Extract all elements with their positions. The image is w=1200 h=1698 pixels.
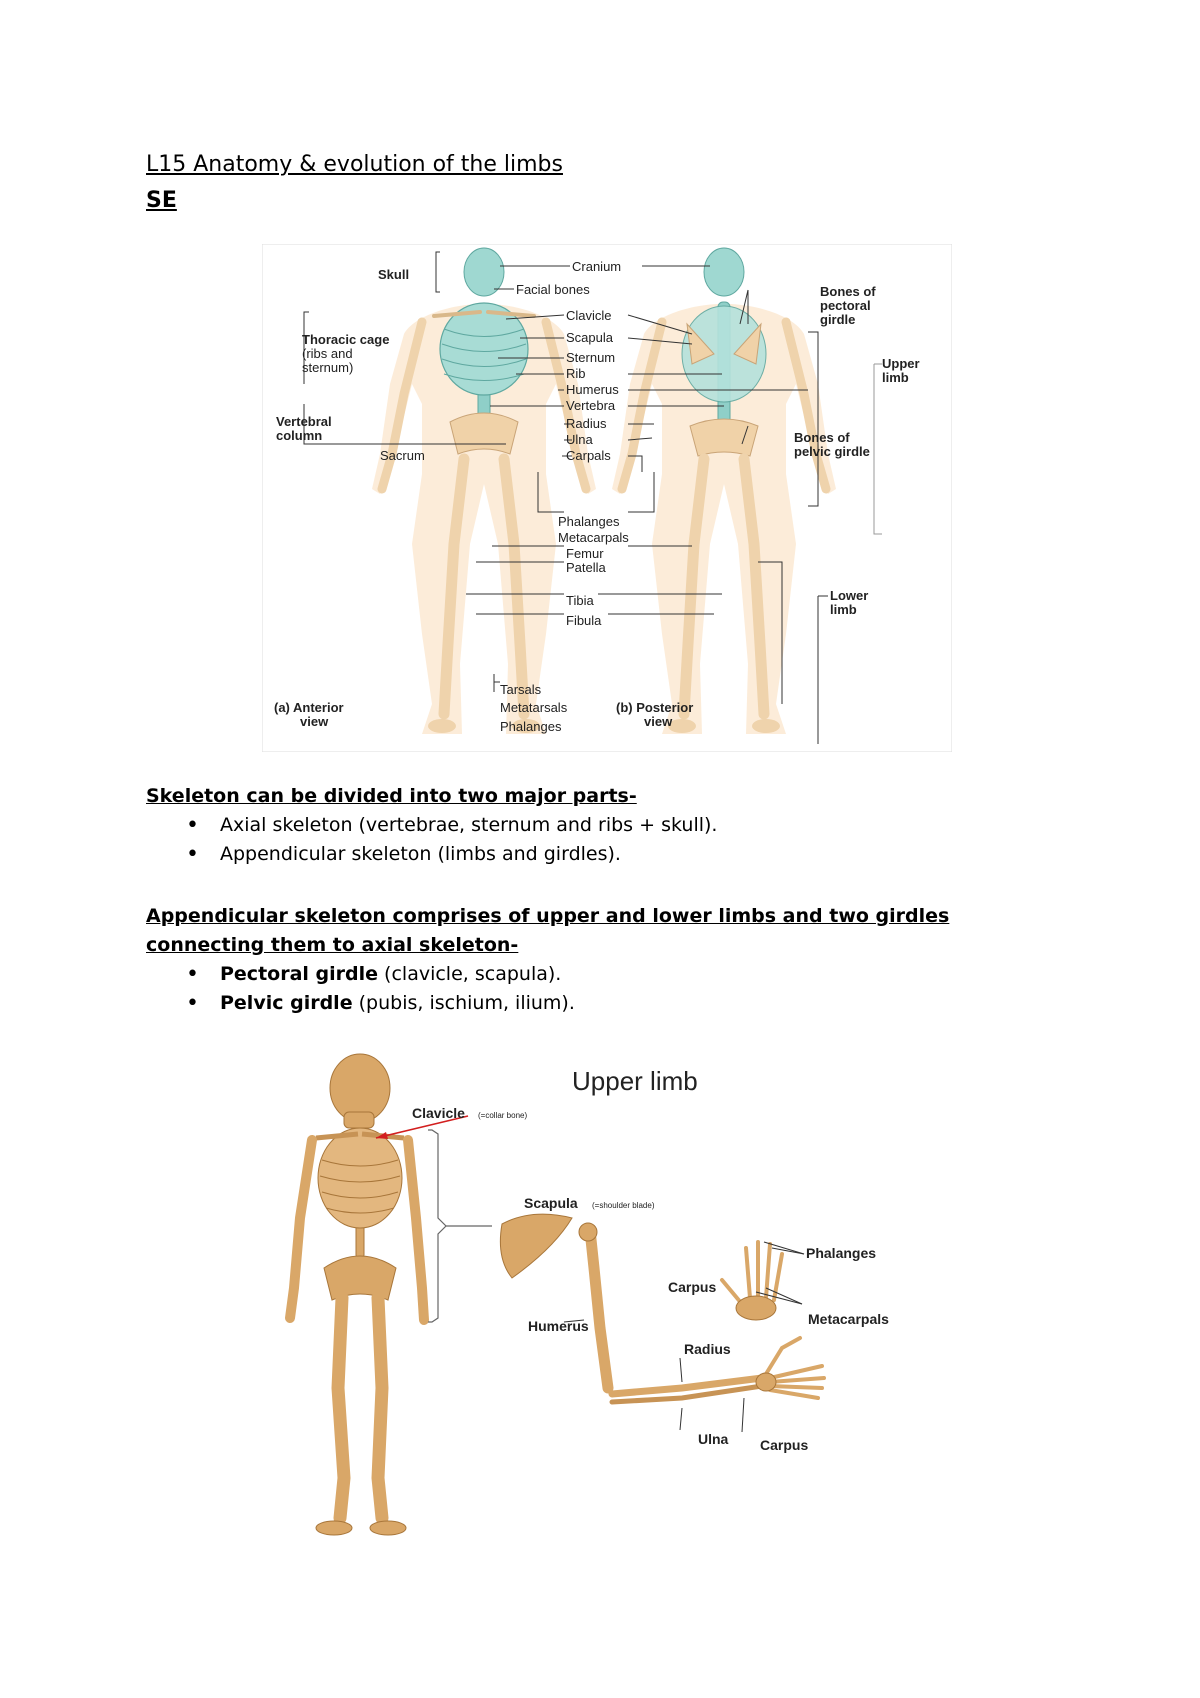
label-patella: Patella xyxy=(566,560,607,575)
label-clavicle-note: (=collar bone) xyxy=(478,1111,527,1120)
label-metatarsals: Metatarsals xyxy=(500,700,568,715)
label-metacarpals: Metacarpals xyxy=(808,1311,889,1327)
label-phalanges: Phalanges xyxy=(806,1245,876,1261)
upper-limb-figure: Upper limb Clavicle (=collar bone) Scapu… xyxy=(282,1048,942,1548)
figure1-labels: Skull Cranium Facial bones Thoracic cage… xyxy=(274,259,920,734)
label-phalanges: Phalanges xyxy=(558,514,620,529)
label-carpus-bottom: Carpus xyxy=(760,1437,808,1453)
label-posterior-view: (b) Posterior xyxy=(616,700,693,715)
label-carpals: Carpals xyxy=(566,448,611,463)
label-tarsals: Tarsals xyxy=(500,682,542,697)
definition-pectoral-girdle: (clavicle, scapula). xyxy=(378,963,562,985)
label-vertebral-column-2: column xyxy=(276,428,322,443)
label-anterior-view-2: view xyxy=(300,714,329,729)
label-lower-limb: Lower xyxy=(830,588,868,603)
label-clavicle: Clavicle xyxy=(412,1105,465,1121)
leader-lines xyxy=(303,251,819,704)
label-sacrum: Sacrum xyxy=(380,448,425,463)
term-pectoral-girdle: Pectoral girdle xyxy=(220,963,379,985)
label-scapula: Scapula xyxy=(566,330,614,345)
section2-heading: Appendicular skeleton comprises of upper… xyxy=(146,905,950,956)
label-pectoral-girdle: Bones of xyxy=(820,284,876,299)
label-radius: Radius xyxy=(566,416,607,431)
label-carpus-top: Carpus xyxy=(668,1279,716,1295)
document-subtitle: SE xyxy=(146,188,177,213)
label-upper-limb: Upper xyxy=(882,356,920,371)
list-item: Appendicular skeleton (limbs and girdles… xyxy=(146,840,717,869)
skeleton-views-figure: Skull Cranium Facial bones Thoracic cage… xyxy=(262,244,952,752)
label-pelvic-girdle-2: pelvic girdle xyxy=(794,444,870,459)
label-metacarpals: Metacarpals xyxy=(558,530,629,545)
label-vertebra: Vertebra xyxy=(566,398,616,413)
label-humerus: Humerus xyxy=(566,382,619,397)
label-upper-limb-2: limb xyxy=(882,370,909,385)
label-lower-limb-2: limb xyxy=(830,602,857,617)
label-tibia: Tibia xyxy=(566,593,594,608)
term-pelvic-girdle: Pelvic girdle xyxy=(220,992,353,1014)
figure2-title: Upper limb xyxy=(572,1066,698,1096)
list-item: Pelvic girdle (pubis, ischium, ilium). xyxy=(146,989,575,1018)
label-thoracic-cage-3: sternum) xyxy=(302,360,353,375)
label-pectoral-girdle-3: girdle xyxy=(820,312,855,327)
label-humerus: Humerus xyxy=(528,1318,589,1334)
list-item: Pectoral girdle (clavicle, scapula). xyxy=(146,960,575,989)
label-pelvic-girdle: Bones of xyxy=(794,430,850,445)
label-skull: Skull xyxy=(378,267,409,282)
document-title: L15 Anatomy & evolution of the limbs xyxy=(146,152,563,177)
list-item: Axial skeleton (vertebrae, sternum and r… xyxy=(146,811,717,840)
label-rib: Rib xyxy=(566,366,586,381)
label-scapula-note: (=shoulder blade) xyxy=(592,1201,655,1210)
section2-list: Pectoral girdle (clavicle, scapula). Pel… xyxy=(146,960,575,1018)
label-sternum: Sternum xyxy=(566,350,615,365)
label-radius: Radius xyxy=(684,1341,731,1357)
label-posterior-view-2: view xyxy=(644,714,673,729)
label-femur: Femur xyxy=(566,546,604,561)
label-pectoral-girdle-2: pectoral xyxy=(820,298,871,313)
label-anterior-view: (a) Anterior xyxy=(274,700,344,715)
section1-list: Axial skeleton (vertebrae, sternum and r… xyxy=(146,811,717,869)
label-thoracic-cage: Thoracic cage xyxy=(302,332,389,347)
full-skeleton xyxy=(285,1053,429,1536)
label-thoracic-cage-2: (ribs and xyxy=(302,346,353,361)
label-phalanges-foot: Phalanges xyxy=(500,719,562,734)
label-vertebral-column: Vertebral xyxy=(276,414,332,429)
label-fibula: Fibula xyxy=(566,613,602,628)
definition-pelvic-girdle: (pubis, ischium, ilium). xyxy=(352,992,575,1014)
label-ulna: Ulna xyxy=(698,1431,729,1447)
label-scapula: Scapula xyxy=(524,1195,578,1211)
label-facial-bones: Facial bones xyxy=(516,282,590,297)
label-clavicle: Clavicle xyxy=(566,308,612,323)
label-ulna: Ulna xyxy=(566,432,594,447)
figure2-labels: Upper limb Clavicle (=collar bone) Scapu… xyxy=(412,1066,889,1453)
label-cranium: Cranium xyxy=(572,259,621,274)
section1-heading: Skeleton can be divided into two major p… xyxy=(146,785,637,807)
